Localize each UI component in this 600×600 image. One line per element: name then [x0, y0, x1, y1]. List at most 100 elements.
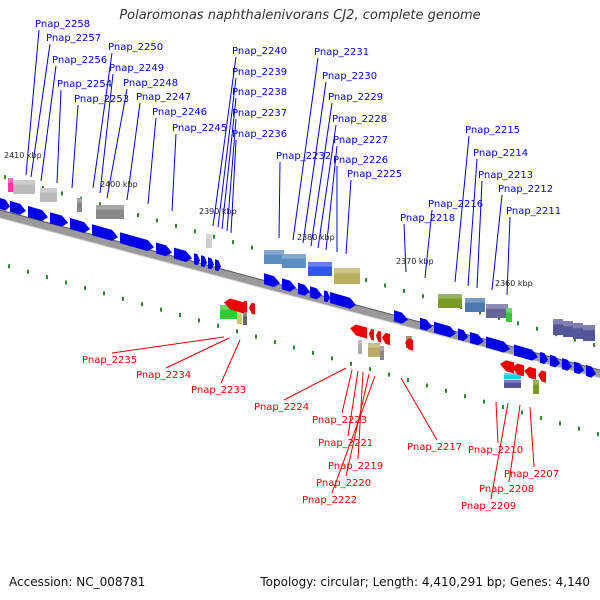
- forward-gene-leader: [92, 52, 113, 189]
- forward-gene-arrow: [310, 286, 322, 300]
- cog-block-forward: [206, 234, 212, 248]
- kbp-scale-label: 2370 kbp: [396, 257, 434, 266]
- forward-gene-arrow: [458, 328, 468, 342]
- cog-block-reverse: [533, 380, 539, 394]
- cog-block-forward: [264, 250, 284, 264]
- reverse-gene-label: Pnap_2210: [468, 445, 523, 456]
- forward-gene-leader: [467, 158, 478, 287]
- cog-block-forward: [506, 308, 512, 322]
- cog-block-forward: [13, 180, 35, 194]
- forward-gene-arrow: [194, 253, 200, 266]
- tick-mark: [479, 310, 481, 315]
- tick-mark: [122, 296, 124, 301]
- cog-block-reverse: [504, 373, 521, 379]
- forward-gene-label: Pnap_2238: [232, 87, 287, 98]
- forward-gene-label: Pnap_2215: [465, 125, 520, 136]
- tick-mark: [156, 218, 158, 223]
- forward-gene-arrow: [470, 331, 484, 346]
- accession-text: Accession: NC_008781: [9, 575, 146, 589]
- tick-mark: [593, 343, 595, 348]
- reverse-gene-arrow: [249, 302, 255, 315]
- reverse-gene-arrow: [350, 324, 364, 338]
- tick-mark: [141, 302, 143, 307]
- forward-gene-leader: [30, 43, 51, 178]
- forward-gene-label: Pnap_2232: [276, 151, 331, 162]
- cog-block-forward: [486, 304, 508, 318]
- tick-mark: [4, 175, 6, 180]
- reverse-gene-leader: [495, 401, 499, 444]
- reverse-gene-label: Pnap_2219: [328, 461, 383, 472]
- forward-gene-label: Pnap_2247: [136, 92, 191, 103]
- tick-mark: [365, 278, 367, 283]
- forward-gene-label: Pnap_2253: [74, 94, 129, 105]
- cog-block-reverse: [237, 310, 242, 324]
- tick-mark: [540, 415, 542, 420]
- tick-mark: [42, 185, 44, 190]
- forward-gene-label: Pnap_2229: [328, 92, 383, 103]
- forward-gene-arrow: [434, 321, 456, 338]
- tick-mark: [198, 318, 200, 323]
- forward-gene-label: Pnap_2212: [498, 184, 553, 195]
- reverse-gene-leader: [400, 377, 438, 441]
- reverse-gene-arrow: [224, 298, 244, 314]
- forward-gene-label: Pnap_2218: [400, 213, 455, 224]
- reverse-gene-label: Pnap_2209: [461, 501, 516, 512]
- tick-mark: [8, 264, 10, 269]
- tick-mark: [312, 350, 314, 355]
- forward-gene-leader: [56, 89, 62, 184]
- forward-gene-arrow: [574, 361, 584, 375]
- forward-gene-label: Pnap_2240: [232, 46, 287, 57]
- forward-gene-label: Pnap_2214: [473, 148, 528, 159]
- tick-mark: [179, 313, 181, 318]
- forward-gene-label: Pnap_2237: [232, 108, 287, 119]
- reverse-gene-arrow: [512, 363, 524, 377]
- tick-mark: [369, 367, 371, 372]
- forward-gene-leader: [106, 88, 128, 199]
- forward-gene-leader: [25, 29, 40, 176]
- map-title: Polaromonas naphthalenivorans CJ2, compl…: [119, 8, 481, 23]
- forward-gene-leader: [506, 216, 511, 296]
- reverse-gene-leader: [529, 406, 535, 468]
- forward-gene-arrow: [282, 278, 296, 292]
- tick-mark: [46, 275, 48, 280]
- tick-mark: [483, 399, 485, 404]
- forward-gene-arrow: [208, 257, 214, 270]
- forward-gene-arrow: [92, 224, 118, 241]
- forward-gene-arrow: [394, 310, 408, 324]
- forward-gene-arrow: [324, 290, 330, 303]
- forward-gene-label: Pnap_2250: [108, 42, 163, 53]
- forward-gene-label: Pnap_2230: [322, 71, 377, 82]
- forward-gene-label: Pnap_2258: [35, 19, 90, 30]
- tick-mark: [559, 421, 561, 426]
- forward-gene-label: Pnap_2211: [506, 206, 561, 217]
- tick-mark: [175, 223, 177, 228]
- forward-gene-arrow: [550, 354, 560, 368]
- cog-block-forward: [553, 319, 563, 335]
- reverse-gene-arrow: [524, 366, 536, 380]
- cog-block-reverse: [380, 346, 384, 360]
- tick-mark: [407, 377, 409, 382]
- forward-gene-label: Pnap_2248: [123, 78, 178, 89]
- forward-gene-arrow: [298, 282, 310, 296]
- forward-gene-label: Pnap_2256: [52, 55, 107, 66]
- forward-gene-leader: [302, 81, 327, 244]
- forward-gene-label: Pnap_2246: [152, 107, 207, 118]
- forward-gene-arrow: [215, 259, 221, 272]
- forward-gene-leader: [310, 102, 333, 247]
- tick-mark: [403, 288, 405, 293]
- forward-gene-leader: [212, 56, 237, 227]
- genome-summary-text: Topology: circular; Length: 4,410,291 bp…: [260, 575, 590, 589]
- forward-gene-label: Pnap_2239: [232, 67, 287, 78]
- forward-gene-leader: [40, 65, 57, 182]
- tick-mark: [502, 405, 504, 410]
- forward-gene-arrow: [420, 317, 432, 331]
- forward-gene-leader: [491, 194, 503, 291]
- tick-mark: [426, 383, 428, 388]
- reverse-gene-label: Pnap_2222: [302, 495, 357, 506]
- forward-gene-leader: [226, 118, 237, 232]
- reverse-gene-label: Pnap_2224: [254, 402, 309, 413]
- reverse-gene-label: Pnap_2223: [312, 415, 367, 426]
- forward-gene-label: Pnap_2226: [333, 155, 388, 166]
- reverse-gene-label: Pnap_2217: [407, 442, 462, 453]
